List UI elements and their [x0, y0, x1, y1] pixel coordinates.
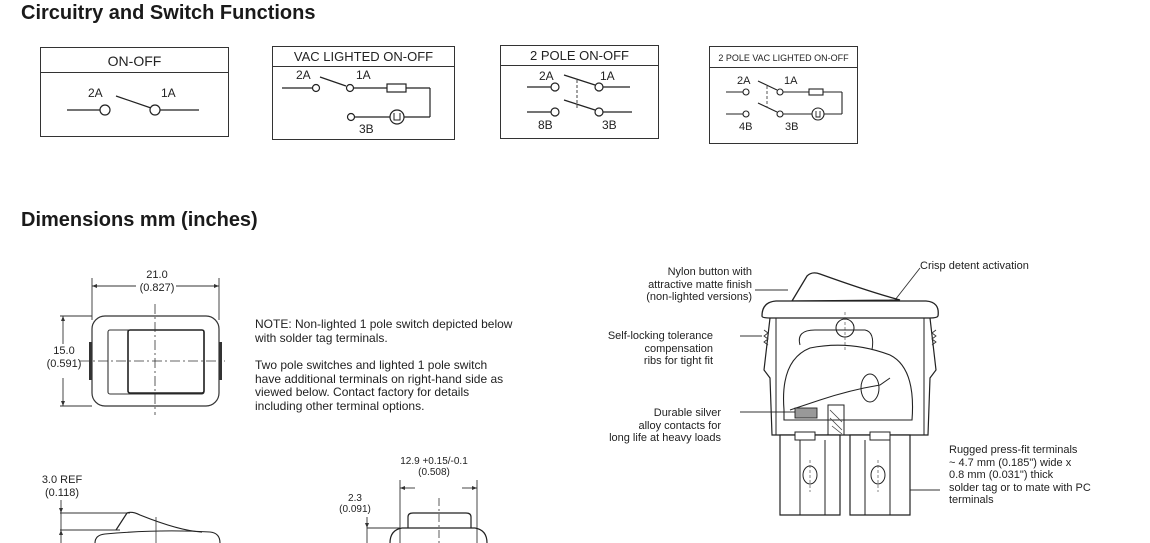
height-dimension: 15.0 (0.591)	[44, 345, 84, 370]
button-width-in: (0.508)	[418, 467, 450, 478]
callout-line: compensation	[644, 342, 714, 355]
resistor-icon	[808, 88, 824, 96]
height-mm: 15.0	[53, 345, 75, 357]
button-profile	[407, 512, 472, 528]
circuit-vac-lighted-on-off: VAC LIGHTED ON-OFF 2A 1A 3B	[272, 46, 455, 140]
terminal-right	[849, 434, 911, 516]
circuit-title: 2 POLE VAC LIGHTED ON-OFF	[710, 47, 857, 68]
width-mm: 21.0	[146, 269, 168, 281]
2-pole-vac-schematic: 2A 1A 4B 3B	[726, 75, 843, 133]
vac-lighted-schematic: 2A 1A 3B	[282, 68, 431, 136]
terminal-label: 2A	[88, 86, 103, 100]
width-dimension: 21.0 (0.827)	[137, 269, 177, 294]
circuit-title: ON-OFF	[41, 48, 228, 73]
terminal-label: 3B	[602, 118, 617, 132]
height-in: (0.591)	[46, 357, 82, 370]
cutaway-drawing	[740, 267, 940, 516]
button-width-mm: 12.9 +0.15/-0.1	[400, 456, 468, 467]
callout-line: Rugged press-fit terminals	[949, 444, 1078, 456]
terminal-label: 2A	[296, 68, 311, 82]
callout-line: Durable silver	[653, 407, 721, 419]
terminal-label: 2A	[737, 75, 751, 87]
callout-line: alloy contacts for	[638, 419, 721, 432]
callout-line: ribs for tight fit	[643, 355, 713, 367]
terminal-label: 1A	[356, 68, 371, 82]
callout-line: solder tag or to mate with PC	[949, 481, 1091, 494]
dimensions-title: Dimensions mm (inches)	[21, 209, 258, 231]
callout-nylon-button: Nylon button with attractive matte finis…	[600, 266, 752, 304]
callout-line: Self-locking tolerance	[607, 330, 713, 342]
terminal-label: 1A	[784, 75, 798, 87]
terminal-label: 4B	[739, 121, 752, 133]
terminal-label: 1A	[161, 86, 176, 100]
terminal-label: 3B	[785, 121, 798, 133]
note-two-pole: Two pole switches and lighted 1 pole swi…	[255, 358, 504, 413]
terminal-label: 3B	[359, 122, 374, 136]
lip-dimension: 2.3 (0.091)	[335, 493, 375, 515]
end-view-drawing	[365, 480, 488, 543]
rise-in: (0.118)	[44, 486, 80, 499]
callout-line: Nylon button with	[667, 266, 752, 278]
side-view-drawing	[59, 500, 221, 543]
resistor-icon	[386, 83, 407, 93]
callout-line: (non-lighted versions)	[646, 291, 752, 303]
silver-contact	[794, 407, 818, 419]
lip-mm: 2.3	[348, 493, 362, 504]
circuit-on-off: ON-OFF 2A 1A	[40, 47, 229, 137]
button-width-dimension: 12.9 +0.15/-0.1 (0.508)	[389, 456, 479, 478]
callout-line: attractive matte finish	[648, 278, 752, 291]
top-view-drawing	[60, 278, 225, 415]
circuitry-title: Circuitry and Switch Functions	[21, 2, 316, 24]
callout-terminals: Rugged press-fit terminals ~ 4.7 mm (0.1…	[949, 444, 1119, 507]
lamp-icon	[811, 107, 825, 121]
circuit-title: VAC LIGHTED ON-OFF	[273, 47, 454, 67]
callout-self-locking: Self-locking tolerance compensation ribs…	[595, 330, 713, 368]
rocker-button	[790, 272, 901, 302]
terminal-label: 1A	[600, 69, 615, 83]
callout-line: terminals	[949, 494, 994, 506]
terminal-label: 8B	[538, 118, 553, 132]
width-in: (0.827)	[139, 281, 175, 294]
callout-line: long life at heavy loads	[609, 432, 721, 444]
button-rise-dimension: 3.0 REF (0.118)	[40, 474, 84, 499]
lip-in: (0.091)	[339, 504, 371, 515]
rocker-button	[127, 329, 205, 394]
circuit-2-pole-on-off: 2 POLE ON-OFF 2A 1A 8B 3B	[500, 45, 659, 139]
circuit-title: 2 POLE ON-OFF	[501, 46, 658, 66]
callout-line: 0.8 mm (0.031") thick	[949, 469, 1054, 481]
note-non-lighted: NOTE: Non-lighted 1 pole switch depicted…	[255, 317, 513, 345]
terminal-label: 2A	[539, 69, 554, 83]
lamp-icon	[389, 109, 405, 125]
callout-line: ~ 4.7 mm (0.185") wide x	[949, 456, 1072, 469]
rise-mm: 3.0 REF	[41, 474, 83, 486]
2-pole-schematic: 2A 1A 8B 3B	[527, 69, 632, 132]
circuit-2-pole-vac-lighted-on-off: 2 POLE VAC LIGHTED ON-OFF 2A 1A 4B 3B	[709, 46, 858, 144]
bezel	[761, 300, 939, 319]
on-off-schematic: 2A 1A	[67, 86, 199, 116]
callout-silver-contacts: Durable silver alloy contacts for long l…	[595, 407, 721, 445]
callout-line: Crisp detent activation	[920, 260, 1029, 272]
callout-crisp-detent: Crisp detent activation	[920, 260, 1080, 273]
